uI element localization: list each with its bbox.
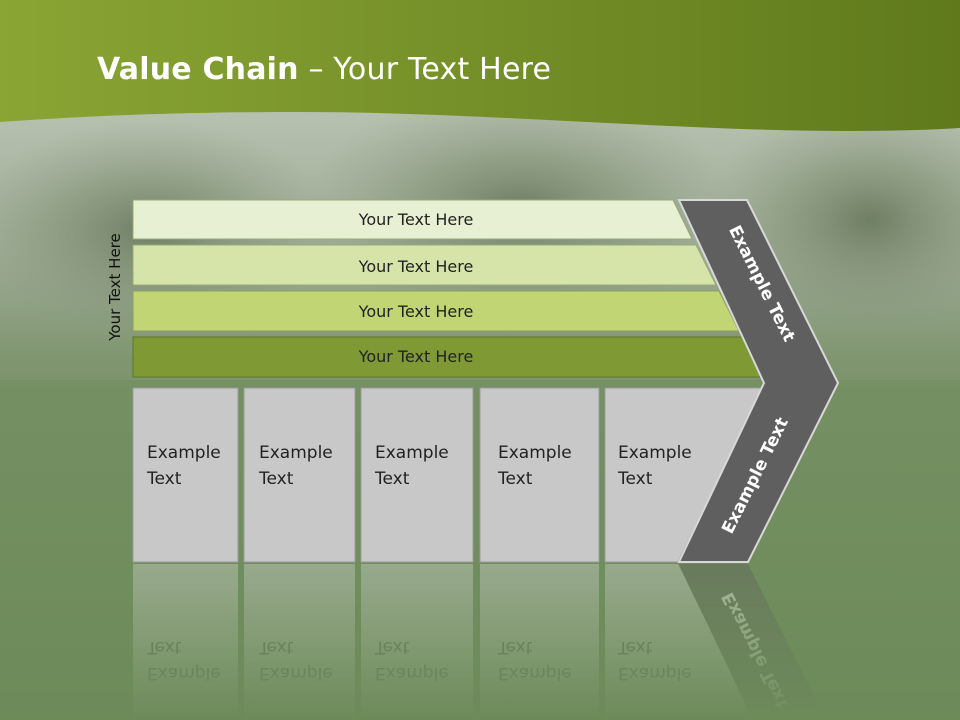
box-5: Example Text [604,387,764,563]
reflection-box-3-line2: Text [374,637,410,657]
box-2-line1: Example [259,443,333,463]
title-rest: – Your Text Here [298,52,552,87]
box-5-line2: Text [617,469,653,489]
box-2-shape [243,387,356,563]
box-3-shape [360,387,474,563]
reflection-box-2-line2: Text [258,637,294,657]
bar-1-shape [132,199,693,240]
bar-2-label: Your Text Here [358,257,474,276]
reflection-box-5-line1: Example [618,663,692,683]
box-1: Example Text [132,387,239,563]
bar-2: Your Text Here [132,244,717,286]
reflection-box-4-line1: Example [498,663,572,683]
bar-1: Your Text Here [132,199,693,240]
reflection-box-2-line1: Example [259,663,333,683]
bar-4: Your Text Here [132,336,764,378]
box-2: Example Text [243,387,356,563]
reflection: Example Text Example Text Example Text E… [133,564,827,720]
box-4-shape [479,387,600,563]
bar-2-shape [132,244,717,286]
reflection-box-1-line1: Example [147,663,221,683]
box-3-line2: Text [374,469,410,489]
title-bold: Value Chain [97,52,299,87]
slide-title: Value Chain – Your Text Here [97,52,551,87]
box-3: Example Text [360,387,474,563]
bar-1-label: Your Text Here [358,210,474,229]
box-1-shape [132,387,239,563]
bar-3-label: Your Text Here [358,302,474,321]
reflection-box-5-line2: Text [617,637,653,657]
box-5-line1: Example [618,443,692,463]
bar-4-label: Your Text Here [358,347,474,366]
reflection-box-1-line2: Text [146,637,182,657]
bar-3: Your Text Here [132,290,740,332]
box-3-line1: Example [375,443,449,463]
box-4: Example Text [479,387,600,563]
boxes: Example Text Example Text Example Text E… [132,387,764,563]
box-2-line2: Text [258,469,294,489]
box-1-line2: Text [146,469,182,489]
box-4-line1: Example [498,443,572,463]
reflection-box-3-line1: Example [375,663,449,683]
chevron-shape [677,199,840,563]
box-1-line1: Example [147,443,221,463]
reflection-box-4-line2: Text [497,637,533,657]
box-4-line2: Text [497,469,533,489]
